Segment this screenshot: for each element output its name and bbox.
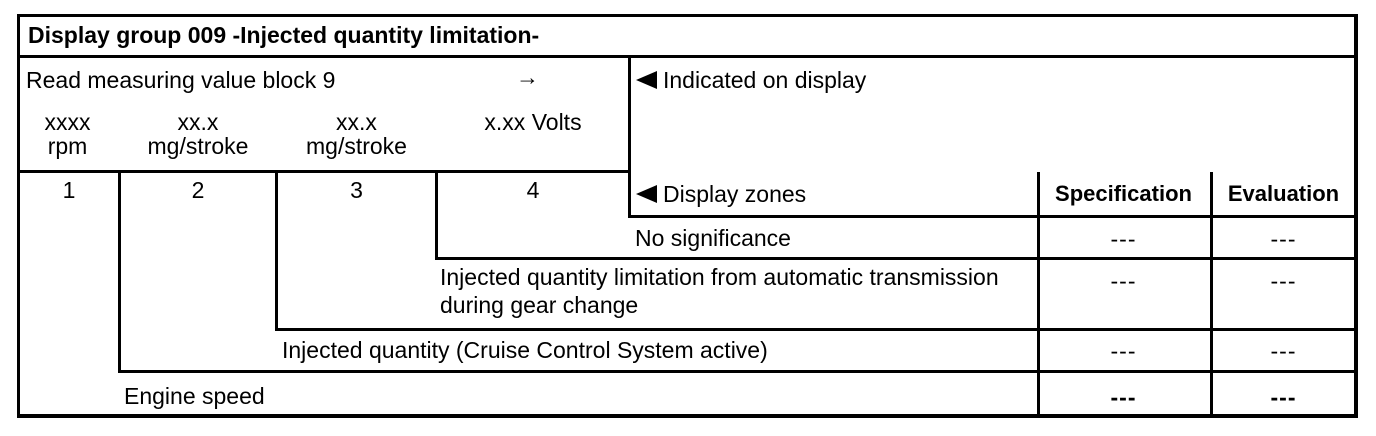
border-top bbox=[17, 14, 1358, 17]
grid-line-zone2-3 bbox=[275, 170, 278, 331]
display-zones: Display zones bbox=[636, 182, 806, 206]
unit-zone1-dimension: rpm bbox=[47, 133, 88, 159]
row-zone4-description: No significance bbox=[635, 225, 791, 251]
grid-line-spec-left bbox=[1037, 172, 1040, 414]
indicated-on-display-label: Indicated on display bbox=[663, 67, 867, 93]
left-triangle-icon bbox=[636, 185, 657, 203]
border-bottom bbox=[17, 414, 1358, 418]
grid-line-title-bottom bbox=[17, 55, 1358, 58]
indicated-on-display: Indicated on display bbox=[636, 68, 866, 92]
grid-line-row-cruise-bottom bbox=[118, 370, 1358, 373]
row-zone1-specification: --- bbox=[1110, 384, 1137, 410]
unit-zone2-value: xx.x bbox=[177, 109, 219, 135]
grid-line-eval-left bbox=[1210, 172, 1213, 414]
unit-zone1-value: xxxx bbox=[44, 109, 91, 135]
read-instruction: Read measuring value block 9 bbox=[26, 67, 336, 93]
grid-line-row-gearchange-bottom bbox=[275, 328, 1358, 331]
grid-line-row-no-significance-bottom bbox=[435, 257, 1358, 260]
unit-zone4: x.xx Volts bbox=[438, 110, 628, 134]
evaluation-header: Evaluation bbox=[1227, 181, 1340, 206]
specification-header: Specification bbox=[1055, 181, 1192, 206]
grid-line-zone3-4 bbox=[435, 170, 438, 260]
row-zone1-evaluation: --- bbox=[1270, 384, 1297, 410]
zone-number-1: 1 bbox=[62, 177, 76, 203]
unit-zone4-value: x.xx Volts bbox=[484, 109, 582, 135]
row-zone3-specification: --- bbox=[1110, 268, 1137, 294]
unit-zone2: xx.x mg/stroke bbox=[121, 110, 275, 158]
grid-line-units-bottom bbox=[17, 170, 631, 173]
zone-number-4: 4 bbox=[526, 177, 540, 203]
row-zone3-evaluation: --- bbox=[1270, 268, 1297, 294]
unit-zone1: xxxx rpm bbox=[17, 110, 118, 158]
unit-zone2-dimension: mg/stroke bbox=[147, 133, 249, 159]
row-zone4-evaluation: --- bbox=[1270, 226, 1297, 252]
table-title: Display group 009 -Injected quantity lim… bbox=[28, 22, 540, 48]
row-zone4-specification: --- bbox=[1110, 226, 1137, 252]
row-zone2-evaluation: --- bbox=[1270, 338, 1297, 364]
right-arrow-icon: → bbox=[516, 64, 539, 90]
row-zone2-specification: --- bbox=[1110, 338, 1137, 364]
unit-zone3-dimension: mg/stroke bbox=[306, 133, 407, 159]
unit-zone3: xx.x mg/stroke bbox=[278, 110, 435, 158]
row-zone1-description: Engine speed bbox=[124, 383, 265, 409]
display-zones-label: Display zones bbox=[663, 181, 807, 207]
zone-number-2: 2 bbox=[191, 177, 205, 203]
zone-number-3: 3 bbox=[350, 177, 363, 203]
grid-line-zoneheader-bottom bbox=[628, 215, 1358, 218]
border-left bbox=[17, 14, 20, 418]
grid-line-zone1-2 bbox=[118, 170, 121, 373]
row-zone2-description: Injected quantity (Cruise Control System… bbox=[282, 337, 768, 363]
row-zone3-description: Injected quantity limitation from automa… bbox=[440, 264, 999, 318]
unit-zone3-value: xx.x bbox=[336, 109, 377, 135]
grid-line-main-divider bbox=[628, 55, 631, 218]
left-triangle-icon bbox=[636, 71, 657, 89]
